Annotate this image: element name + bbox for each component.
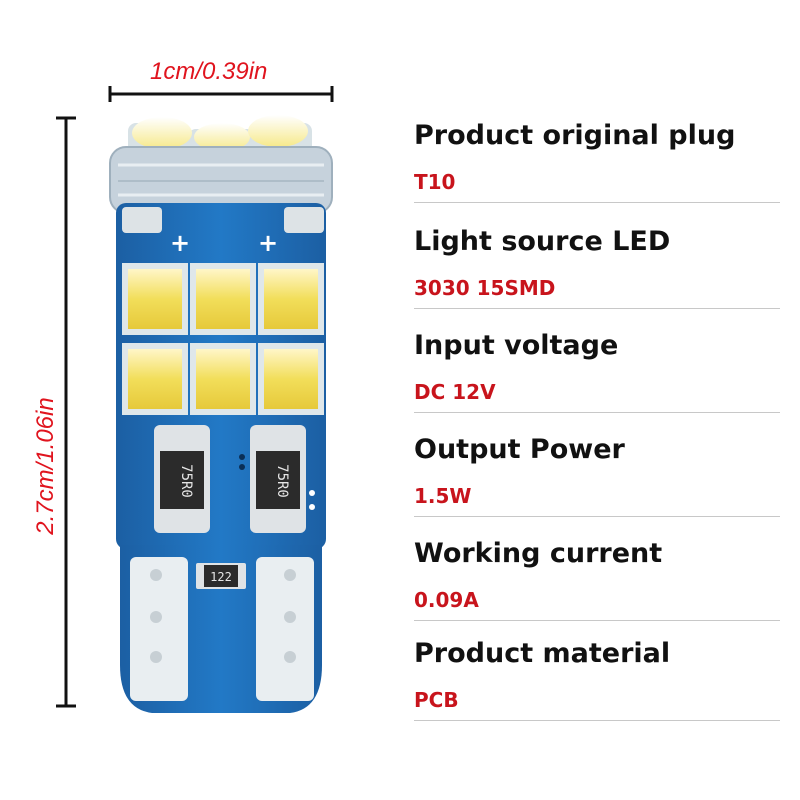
polarity-mark-left: + bbox=[170, 229, 190, 257]
spec-row: Working current 0.09A bbox=[414, 538, 780, 638]
spec-value: T10 bbox=[414, 170, 456, 194]
width-dimension-label: 1cm/0.39in bbox=[150, 58, 268, 85]
spec-name: Output Power bbox=[414, 434, 625, 465]
height-dimension-line bbox=[56, 116, 76, 708]
spec-name: Input voltage bbox=[414, 330, 619, 361]
resistor-code-left: 75R0 bbox=[178, 464, 194, 498]
chip-code: 122 bbox=[210, 570, 232, 584]
spec-name: Product original plug bbox=[414, 120, 736, 151]
spec-divider bbox=[414, 620, 780, 621]
height-dimension-label: 2.7cm/1.06in bbox=[32, 397, 59, 535]
spec-row: Input voltage DC 12V bbox=[414, 330, 780, 430]
spec-divider bbox=[414, 202, 780, 203]
spec-divider bbox=[414, 720, 780, 721]
spec-divider bbox=[414, 516, 780, 517]
spec-name: Light source LED bbox=[414, 226, 671, 257]
pcb-board: + + 75R0 75R0 bbox=[116, 203, 326, 549]
polarity-mark-right: + bbox=[258, 229, 278, 257]
t10-led-bulb-illustration: + + 75R0 75R0 bbox=[109, 115, 333, 713]
spec-name: Product material bbox=[414, 638, 671, 669]
spec-value: 1.5W bbox=[414, 484, 472, 508]
spec-value: PCB bbox=[414, 688, 459, 712]
spec-name: Working current bbox=[414, 538, 663, 569]
wedge-base: 122 bbox=[120, 545, 322, 713]
clear-collar bbox=[109, 146, 333, 214]
width-dimension-line bbox=[108, 86, 334, 102]
resistor-code-right: 75R0 bbox=[274, 464, 290, 498]
resistor-left: 75R0 bbox=[154, 425, 210, 533]
spec-divider bbox=[414, 412, 780, 413]
resistor-right: 75R0 bbox=[250, 425, 306, 533]
led-chip-grid bbox=[122, 263, 324, 415]
spec-value: DC 12V bbox=[414, 380, 496, 404]
top-led-cluster bbox=[128, 115, 312, 167]
spec-row: Light source LED 3030 15SMD bbox=[414, 226, 780, 326]
chip-resistor: 122 bbox=[196, 563, 246, 589]
spec-row: Output Power 1.5W bbox=[414, 434, 780, 534]
spec-value: 3030 15SMD bbox=[414, 276, 556, 300]
spec-value: 0.09A bbox=[414, 588, 479, 612]
spec-divider bbox=[414, 308, 780, 309]
